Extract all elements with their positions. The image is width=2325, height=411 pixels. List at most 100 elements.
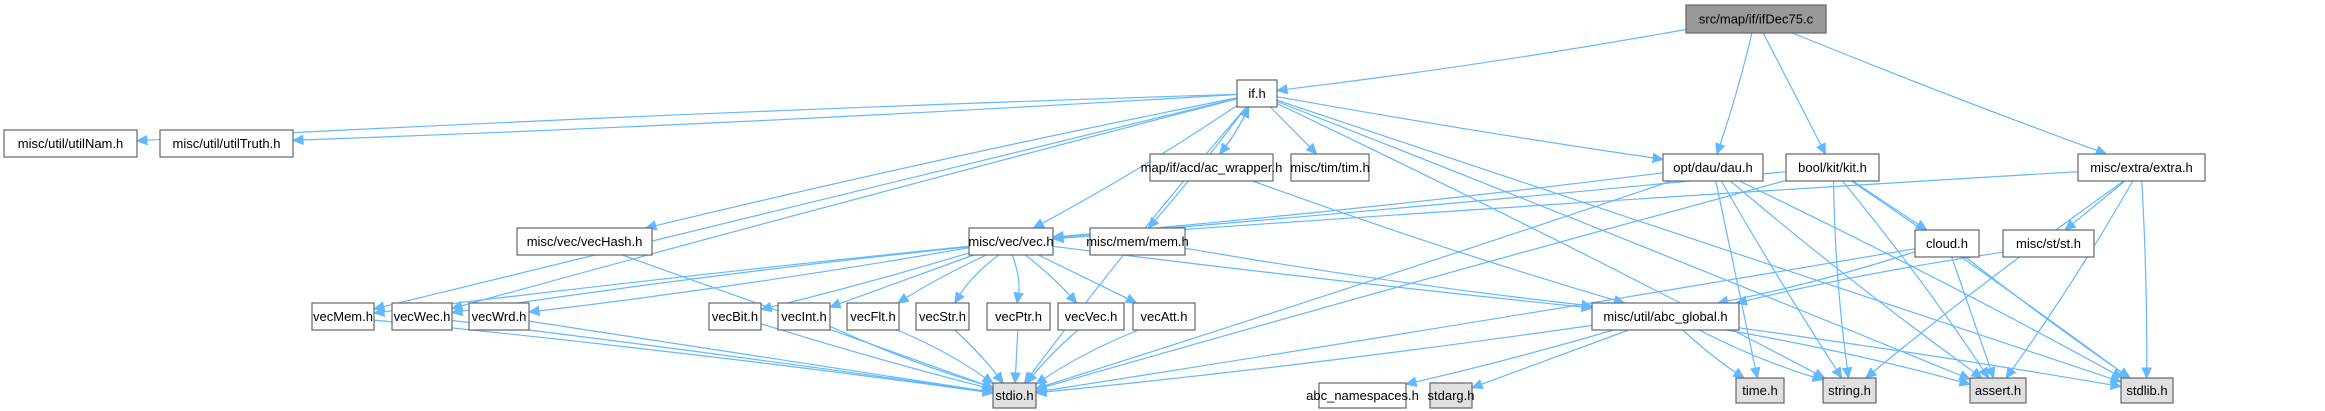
node-ac-wrapper[interactable]: map/if/acd/ac_wrapper.h <box>1141 153 1283 182</box>
edge-line <box>954 329 998 376</box>
node-label: vecStr.h <box>919 309 966 324</box>
node-string: string.h <box>1822 377 1877 404</box>
node-label: vecInt.h <box>781 309 827 324</box>
edge-line <box>1720 180 1837 370</box>
arrowhead-icon <box>759 301 773 313</box>
edge-line <box>1025 254 1071 296</box>
edge-line <box>373 319 984 393</box>
arrowhead-icon <box>2141 367 2152 380</box>
edge-line <box>1792 32 2098 152</box>
node-label: vecFlt.h <box>850 309 896 324</box>
node-vecBit[interactable]: vecBit.h <box>708 302 762 331</box>
edge-line <box>1045 180 1672 387</box>
node-box <box>846 302 900 331</box>
node-utilTruth[interactable]: misc/util/utilTruth.h <box>159 129 294 158</box>
node-vecVec[interactable]: vecVec.h <box>1057 302 1125 331</box>
edge-line <box>1951 256 1991 369</box>
edge-line <box>1698 329 1814 378</box>
edge-line <box>1269 106 1311 148</box>
node-box <box>1685 4 1827 34</box>
node-vecPtr[interactable]: vecPtr.h <box>986 302 1051 331</box>
edge-vec-to-vecWrd <box>527 247 970 317</box>
edge-line <box>1219 115 1245 155</box>
edge-line <box>1739 180 2115 374</box>
node-box <box>1429 382 1473 409</box>
node-label: bool/kit/kit.h <box>1798 160 1867 175</box>
node-mem[interactable]: misc/mem/mem.h <box>1086 227 1189 256</box>
node-vecAtt[interactable]: vecAtt.h <box>1132 302 1196 331</box>
edge-root-to-dau <box>1715 32 1753 156</box>
edge-abc_global-to-stdarg <box>1470 329 1630 390</box>
edge-line <box>760 323 984 388</box>
node-label: misc/vec/vecHash.h <box>527 234 643 249</box>
edge-mem-to-abc_global <box>1184 247 1594 311</box>
arrowhead-icon <box>2005 366 2017 379</box>
node-utilNam[interactable]: misc/util/utilNam.h <box>3 129 138 158</box>
edge-if_h-to-string <box>1276 102 1826 379</box>
arrowhead-icon <box>1985 366 1996 380</box>
arrowhead-icon <box>981 373 994 385</box>
arrowhead-icon <box>1864 367 1878 379</box>
node-dau[interactable]: opt/dau/dau.h <box>1662 153 1764 182</box>
node-label: misc/vec/vec.h <box>968 234 1053 249</box>
node-vecWrd[interactable]: vecWrd.h <box>468 302 530 331</box>
edge-extra-to-stdlib <box>2141 180 2152 380</box>
edge-extra-to-st <box>2064 180 2126 231</box>
node-abc-global[interactable]: misc/util/abc_global.h <box>1591 302 1740 331</box>
node-abc-namespaces[interactable]: abc_namespaces.h <box>1306 382 1419 409</box>
node-vecMem[interactable]: vecMem.h <box>311 302 375 331</box>
node-label: misc/util/utilTruth.h <box>173 136 281 151</box>
node-if-h[interactable]: if.h <box>1236 79 1278 108</box>
edge-dau-to-stdlib <box>1739 180 2124 379</box>
edge-root-to-extra <box>1792 32 2108 156</box>
edge-kit-to-stdio <box>1034 179 1787 392</box>
node-tim[interactable]: misc/tim/tim.h <box>1290 153 1370 182</box>
edge-line <box>538 247 970 312</box>
node-root[interactable]: src/map/if/ifDec75.c <box>1685 4 1827 34</box>
edge-if_h-to-vecMem <box>372 97 1238 312</box>
edge-extra-to-string <box>1864 180 2125 379</box>
node-cloud[interactable]: cloud.h <box>1914 229 1980 258</box>
arrowhead-icon <box>1065 291 1078 304</box>
arrowhead-icon <box>1034 386 1047 398</box>
node-label: vecBit.h <box>712 309 758 324</box>
edge-line <box>770 252 970 308</box>
edge-line <box>1045 248 1916 392</box>
node-vec[interactable]: misc/vec/vec.h <box>968 227 1054 256</box>
edge-line <box>1762 32 1822 146</box>
arrowhead-icon <box>1651 152 1665 164</box>
node-extra[interactable]: misc/extra/extra.h <box>2077 153 2206 182</box>
node-label: map/if/acd/ac_wrapper.h <box>1141 160 1283 175</box>
node-st[interactable]: misc/st/st.h <box>2002 229 2095 258</box>
edge-if_h-to-tim <box>1269 106 1318 155</box>
node-vecWec[interactable]: vecWec.h <box>391 302 453 331</box>
edge-abc_global-to-time <box>1682 329 1746 379</box>
node-vecInt[interactable]: vecInt.h <box>777 302 831 331</box>
edge-line <box>302 93 1238 141</box>
edge-ac_wrapper-to-if_h <box>1219 105 1250 155</box>
edge-kit-to-string <box>1832 180 1853 380</box>
edge-vec-to-vecInt <box>828 254 974 309</box>
edge-line <box>1726 329 1961 383</box>
node-kit[interactable]: bool/kit/kit.h <box>1785 153 1880 182</box>
edge-cloud-to-stdlib <box>1965 256 2132 379</box>
edge-line <box>1276 102 1816 374</box>
node-vecFlt[interactable]: vecFlt.h <box>846 302 900 331</box>
arrowhead-icon <box>1010 372 1021 385</box>
edge-line <box>1873 180 2125 373</box>
edge-line <box>1276 96 1654 159</box>
arrowhead-icon <box>896 292 910 304</box>
node-vecStr[interactable]: vecStr.h <box>915 302 970 331</box>
edge-line <box>1481 329 1630 385</box>
node-label: vecWec.h <box>394 309 451 324</box>
arrowhead-icon <box>527 305 541 317</box>
edge-vecInt-to-stdio <box>829 325 995 390</box>
edge-extra-to-vec <box>1051 171 2079 244</box>
node-box <box>2077 153 2206 182</box>
edge-line <box>1276 100 1961 377</box>
node-vecHash[interactable]: misc/vec/vecHash.h <box>516 227 653 256</box>
edge-line <box>1715 180 1756 369</box>
node-box <box>1318 382 1407 409</box>
node-label: time.h <box>1742 383 1777 398</box>
node-label: if.h <box>1248 86 1265 101</box>
